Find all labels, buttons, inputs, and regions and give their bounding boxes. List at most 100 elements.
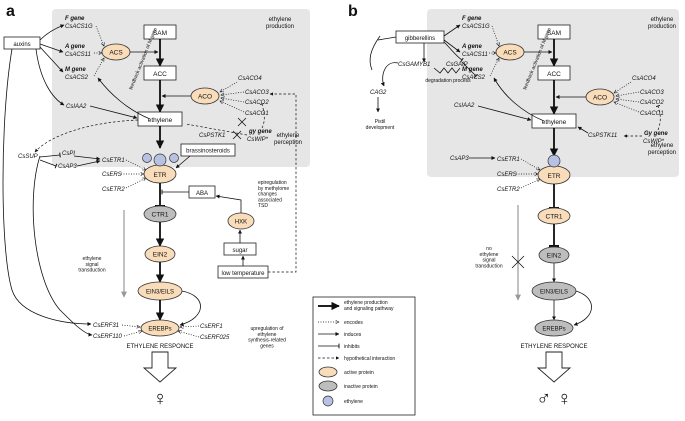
panel-a-acs-label: ACS bbox=[109, 50, 123, 57]
panel-a-sugar: sugar bbox=[232, 248, 247, 254]
encodes-csacs2-acs bbox=[93, 58, 105, 77]
b-encodes-csaco4 bbox=[614, 81, 632, 93]
panel-b-csaco4: CsACO4 bbox=[632, 76, 656, 82]
panel-a-gy-gene: gy gene bbox=[248, 129, 272, 135]
panel-b-erebps-label: EREBPs bbox=[542, 327, 565, 333]
cssup-inhibits-csap3 bbox=[39, 159, 58, 169]
panel-b-csacs2: CsACS2 bbox=[462, 75, 486, 81]
degradation-zigzag bbox=[433, 67, 461, 74]
block-x-1b bbox=[237, 117, 247, 127]
legend-item-hypothetical: hypothetical interaction bbox=[344, 356, 395, 362]
panel-b-csgamyb1: CsGAMYB1 bbox=[398, 62, 430, 68]
panel-a-f-gene: F gene bbox=[65, 16, 85, 22]
csiaa2-to-ethylene bbox=[89, 105, 138, 120]
panel-b-ein2-label: EIN2 bbox=[547, 253, 562, 260]
panel-b-csetr2: CsETR2 bbox=[497, 187, 520, 193]
b-encodes-csetr1 bbox=[520, 158, 540, 170]
panel-b-cspstk11: CsPSTK11 bbox=[588, 133, 617, 139]
panel-b-response-arrow bbox=[536, 351, 572, 383]
panel-a-auxins: auxins bbox=[13, 42, 30, 48]
encodes-csaco4-aco bbox=[220, 81, 238, 92]
panel-a-ethylene-label: ethylene bbox=[148, 117, 173, 124]
b-encodes-csetr2 bbox=[520, 179, 540, 189]
feedback-arrow bbox=[97, 77, 151, 120]
encodes-cserf110 bbox=[123, 331, 142, 337]
panel-a-csetr2: CsETR2 bbox=[102, 187, 125, 193]
panel-a-csaco1: CsACO1 bbox=[245, 111, 269, 117]
panel-b-csaco1: CsACO1 bbox=[640, 111, 664, 117]
ethylene-to-cssup bbox=[34, 119, 139, 153]
panel-b-gibberellins: gibberellins bbox=[405, 36, 435, 42]
b-encodes-csacs2 bbox=[489, 58, 500, 77]
panel-a-etr-label: ETR bbox=[154, 172, 167, 179]
panel-a-ein3-label: EIN3/EILS bbox=[146, 290, 174, 296]
b-no-signal-x2 bbox=[511, 255, 525, 269]
encodes-cserf025 bbox=[178, 331, 200, 338]
panel-a-csetr1: CsETR1 bbox=[102, 158, 125, 164]
auxins-box bbox=[3, 36, 41, 50]
encodes-csaco1-aco bbox=[220, 101, 245, 113]
csgaip-inhibits-m-gene bbox=[461, 61, 479, 79]
panel-b-ctr1-label: CTR1 bbox=[546, 214, 563, 221]
panel-a-csacs11: CsACS11 bbox=[65, 52, 91, 58]
encodes-csetr2-etr bbox=[125, 177, 146, 189]
panel-b-ethylene-label: ethylene bbox=[542, 119, 567, 126]
b-csiaa2-to-ethylene bbox=[477, 105, 532, 122]
panel-a-sex-symbol: ♀ bbox=[153, 388, 168, 410]
panel-b-f-gene: F gene bbox=[462, 16, 482, 22]
panel-b-csaco2: CsACO2 bbox=[640, 100, 664, 106]
panel-a-csaco4: CsACO4 bbox=[238, 76, 262, 82]
panel-b-csacs1g: CsACS1G bbox=[462, 24, 490, 30]
auxins-to-a-gene bbox=[39, 43, 64, 53]
gibberellins-to-f-gene bbox=[443, 24, 461, 37]
low-temp-epiregulation-arrow bbox=[268, 92, 297, 273]
panel-a-csers: CsERS bbox=[102, 172, 122, 178]
panel-a-csap3: CsAP3 bbox=[58, 164, 77, 170]
panel-a-erebps bbox=[140, 319, 180, 337]
panel-a-response: ETHYLENE RESPONCE bbox=[126, 344, 193, 350]
panel-b-csiaa2: CsIAA2 bbox=[454, 103, 475, 109]
panel-b-sam-label: SAM bbox=[547, 30, 561, 37]
encodes-cserf1 bbox=[180, 326, 200, 327]
b-gy-inhibits-aco bbox=[655, 104, 661, 131]
encodes-csacs1g-acs bbox=[95, 25, 104, 46]
panel-a-ethylene-bound bbox=[153, 153, 167, 167]
panel-b-aco-label: ACO bbox=[593, 95, 607, 102]
cspi-to-csetr1 bbox=[73, 155, 101, 161]
panel-b-csap3: CsAP3 bbox=[450, 156, 469, 162]
auxins-to-m-gene bbox=[39, 46, 64, 73]
panel-b-acc-label: ACC bbox=[547, 71, 561, 78]
panel-b-csgaip: CsGAIP bbox=[446, 62, 468, 68]
b-encodes-csacs1g bbox=[491, 25, 499, 46]
cssup-inhibits-cspi bbox=[39, 152, 61, 158]
legend-item-ethylene: ethylene bbox=[344, 399, 363, 405]
legend-item-inhibits: inhibits bbox=[344, 344, 360, 350]
gibberellins-inhibits-csgaip bbox=[443, 41, 464, 63]
panel-b-erebps bbox=[534, 319, 574, 337]
panel-b-response: ETHYLENE RESPONCE bbox=[520, 344, 587, 350]
block-x-2b bbox=[232, 130, 242, 140]
panel-b-ethylene-bound bbox=[547, 154, 561, 168]
panel-b-label: b bbox=[348, 3, 358, 20]
panel-a-background bbox=[52, 9, 310, 167]
panel-a-csacs2: CsACS2 bbox=[65, 75, 89, 81]
panel-b-etr-label: ETR bbox=[548, 173, 561, 180]
panel-a-low-temperature: low temperature bbox=[221, 271, 265, 277]
brassinosteroids-box bbox=[180, 143, 236, 157]
b-ein3-feedback-loop bbox=[573, 290, 592, 326]
panel-a-ctr1-label: CTR1 bbox=[152, 212, 169, 219]
panel-a-csiaa2: CsIAA2 bbox=[66, 104, 87, 110]
panel-b-csaco3: CsACO3 bbox=[640, 90, 664, 96]
panel-a-cserf025: CsERF025 bbox=[200, 335, 230, 341]
auxins-to-cserf31 bbox=[2, 48, 92, 326]
gy-inhibits-aco bbox=[259, 103, 265, 129]
b-pstk-to-ethylene bbox=[577, 126, 589, 134]
panel-b-csers: CsERS bbox=[497, 172, 517, 178]
csap3-to-csetr1 bbox=[76, 159, 101, 167]
